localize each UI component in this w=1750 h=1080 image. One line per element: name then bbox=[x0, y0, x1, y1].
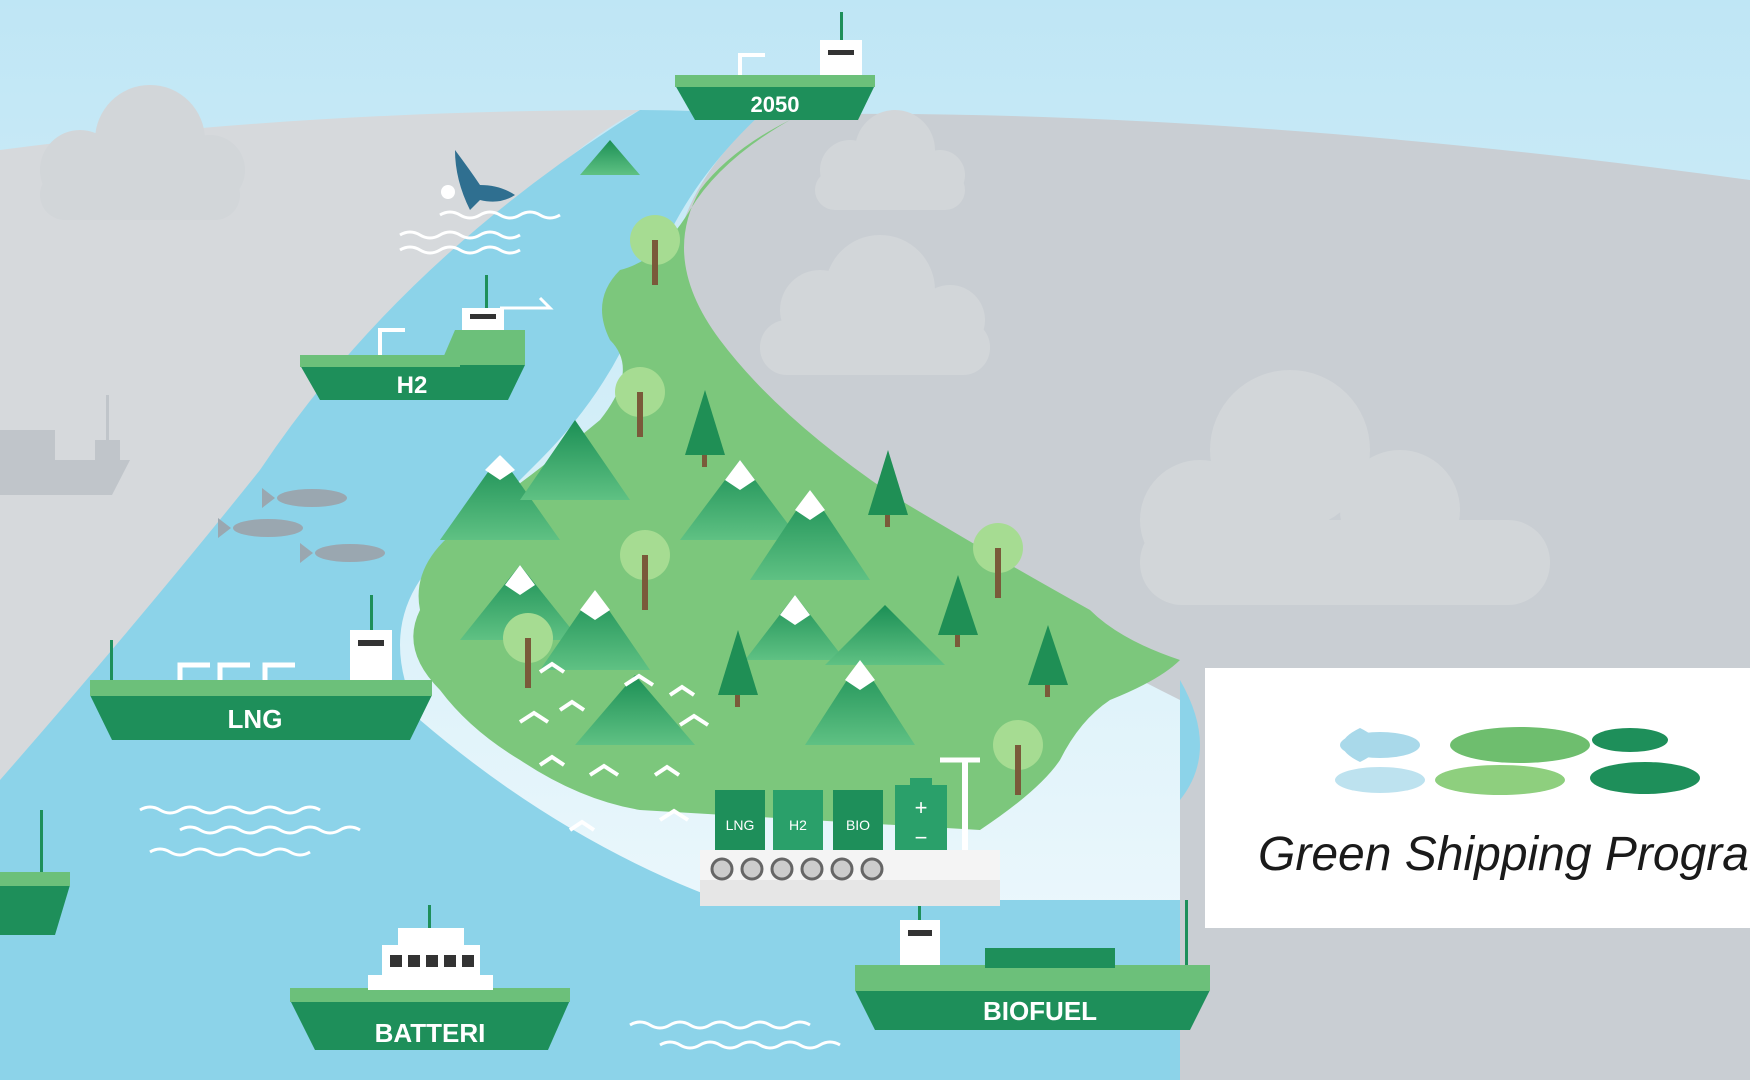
ship-lng-label: LNG bbox=[228, 704, 283, 734]
bird-icon bbox=[538, 754, 566, 767]
fish-icon bbox=[218, 518, 303, 538]
pine-tree-icon bbox=[938, 575, 978, 647]
fish-icon bbox=[262, 488, 347, 508]
ship-partial-left bbox=[0, 810, 70, 935]
bird-group bbox=[518, 661, 710, 832]
bird-icon bbox=[623, 673, 655, 687]
svg-text:+: + bbox=[915, 795, 928, 820]
mountain-icon bbox=[825, 605, 945, 665]
mountain-icon bbox=[745, 595, 845, 660]
svg-text:−: − bbox=[915, 825, 928, 850]
bird-icon bbox=[668, 684, 696, 697]
battery-icon: + − bbox=[895, 778, 947, 850]
mountain-icon bbox=[750, 490, 870, 580]
pine-tree-icon bbox=[685, 390, 725, 467]
fish-group bbox=[218, 488, 385, 563]
mountain-icon bbox=[680, 460, 800, 540]
round-tree-icon bbox=[973, 523, 1023, 598]
round-tree-icon bbox=[615, 367, 665, 437]
bird-icon bbox=[658, 808, 690, 822]
pine-tree-icon bbox=[868, 450, 908, 527]
tank-h2-label: H2 bbox=[789, 817, 807, 833]
ship-biofuel-label: BIOFUEL bbox=[983, 996, 1097, 1026]
whale-tail-icon bbox=[441, 150, 515, 210]
wave-icon bbox=[139, 805, 321, 815]
logo-panel: Green Shipping Program bbox=[1205, 668, 1750, 928]
fuel-port: LNG H2 BIO + − bbox=[700, 757, 1000, 906]
bird-icon bbox=[518, 710, 550, 724]
ship-batteri-label: BATTERI bbox=[375, 1018, 486, 1048]
bird-icon bbox=[678, 713, 710, 727]
wave-icon bbox=[629, 1020, 811, 1030]
fuel-tank-bio: BIO bbox=[833, 790, 883, 850]
pine-tree-icon bbox=[1028, 625, 1068, 697]
cloud-group bbox=[40, 85, 1550, 605]
bird-icon bbox=[538, 661, 566, 674]
mountain-icon bbox=[460, 565, 580, 640]
tank-lng-label: LNG bbox=[726, 817, 755, 833]
ship-2050: 2050 bbox=[675, 12, 875, 120]
sea bbox=[0, 110, 1200, 1080]
ship-h2-label: H2 bbox=[397, 372, 428, 399]
mountain-icon bbox=[580, 140, 640, 175]
tank-bio-label: BIO bbox=[846, 817, 870, 833]
wave-icon bbox=[399, 230, 521, 240]
green-shipping-logo-icon bbox=[1335, 727, 1700, 795]
round-tree-icon bbox=[503, 613, 553, 688]
mountain-group bbox=[440, 140, 945, 745]
fuel-tank-h2: H2 bbox=[773, 790, 823, 850]
mountain-icon bbox=[540, 590, 650, 670]
mountain-icon bbox=[440, 455, 560, 540]
cloud-icon bbox=[40, 85, 245, 220]
ship-2050-label: 2050 bbox=[751, 92, 800, 117]
wave-icon bbox=[149, 847, 311, 857]
tree-group bbox=[503, 215, 1068, 795]
ship-silhouette bbox=[0, 395, 130, 495]
pine-tree-icon bbox=[718, 630, 758, 707]
mountain-icon bbox=[520, 420, 630, 500]
wave-icon bbox=[399, 245, 521, 255]
wave-icon bbox=[179, 825, 361, 835]
wave-group bbox=[139, 210, 841, 1050]
port-crane bbox=[962, 760, 968, 850]
round-tree-icon bbox=[630, 215, 680, 285]
fish-icon bbox=[300, 543, 385, 563]
bird-icon bbox=[568, 819, 596, 832]
round-tree-icon bbox=[993, 720, 1043, 795]
mountain-icon bbox=[805, 660, 915, 745]
bird-icon bbox=[558, 699, 586, 712]
mountain-icon bbox=[575, 675, 695, 745]
fuel-tank-lng: LNG bbox=[715, 790, 765, 850]
logo-text: Green Shipping Program bbox=[1258, 828, 1750, 881]
cloud-icon bbox=[815, 110, 965, 210]
ship-batteri: BATTERI bbox=[290, 905, 570, 1050]
cloud-icon bbox=[760, 235, 990, 375]
ship-biofuel: BIOFUEL bbox=[855, 890, 1210, 1030]
wave-icon bbox=[439, 210, 561, 220]
bird-icon bbox=[588, 763, 620, 777]
ship-h2: H2 bbox=[300, 275, 554, 400]
wave-icon bbox=[659, 1040, 841, 1050]
round-tree-icon bbox=[620, 530, 670, 610]
ship-lng: LNG bbox=[90, 595, 432, 740]
bird-icon bbox=[653, 764, 681, 777]
cloud-icon bbox=[1140, 370, 1550, 605]
